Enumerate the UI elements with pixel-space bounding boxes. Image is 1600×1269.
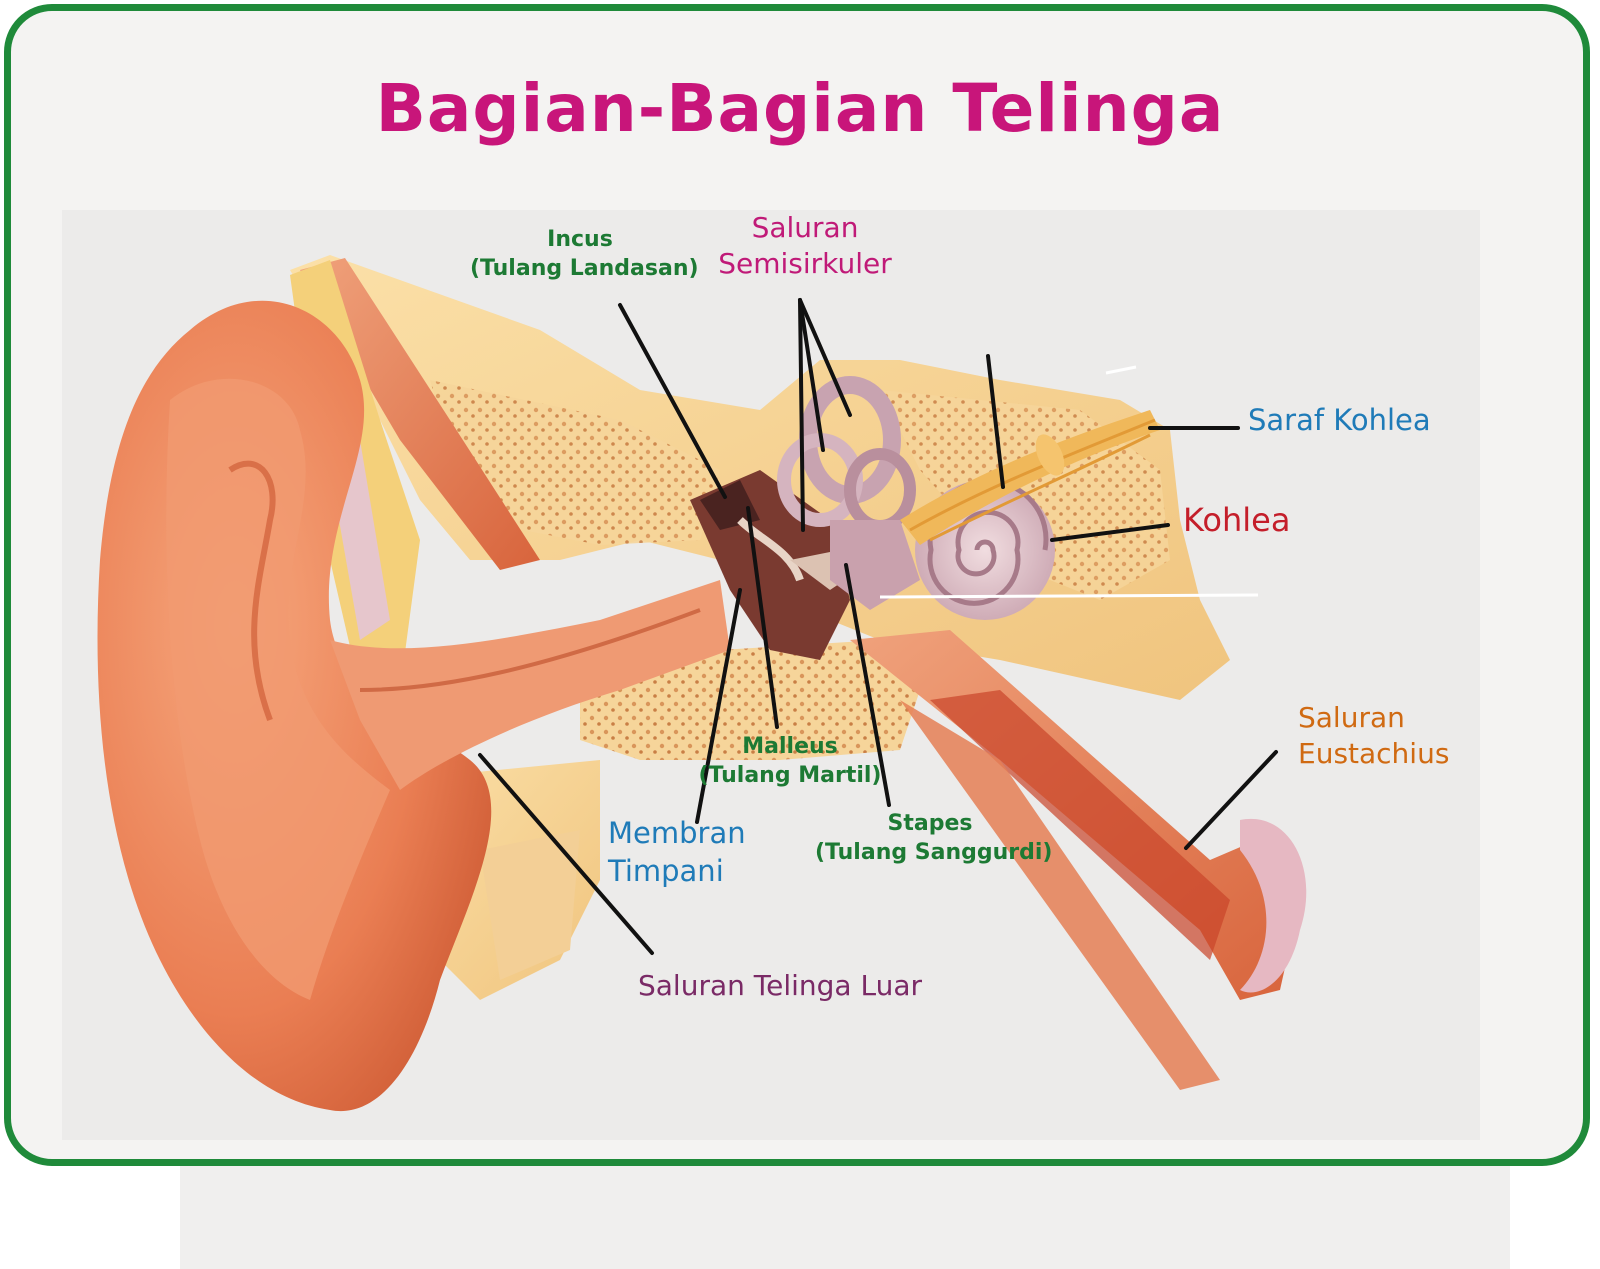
tympanic-line2: Timpani xyxy=(608,853,724,888)
label-cochlear-nerve: Saraf Kohlea xyxy=(1248,403,1431,437)
malleus-name: Malleus xyxy=(742,734,838,759)
outer-ear-icon xyxy=(97,300,492,1112)
label-ear-canal: Saluran Telinga Luar xyxy=(638,969,923,1002)
muscle-layer xyxy=(300,258,540,570)
incus-name: Incus xyxy=(547,227,613,252)
semicircular-line1: Saluran xyxy=(751,211,859,244)
eustachian-line2: Eustachius xyxy=(1298,737,1450,771)
kohlea-leader xyxy=(1050,523,1170,542)
ear-canal-leader xyxy=(478,753,654,955)
malleus-sub: (Tulang Martil) xyxy=(698,762,882,788)
eustachian-tube-icon xyxy=(850,630,1307,1090)
page-title: Bagian-Bagian Telinga xyxy=(375,70,1225,147)
ossicles-icon xyxy=(700,480,760,530)
stapes-name: Stapes xyxy=(887,811,973,836)
white-guide-line xyxy=(879,593,1259,599)
cochlear-nerve-icon xyxy=(900,410,1160,545)
nerve-leader xyxy=(986,354,1005,489)
label-semicircular: Saluran Semisirkuler xyxy=(700,210,910,283)
label-eustachian: Saluran Eustachius xyxy=(1298,700,1449,773)
semicircular-leader-1 xyxy=(798,298,852,417)
eustachian-line1: Saluran xyxy=(1298,701,1405,734)
tympanic-line1: Membran xyxy=(608,816,746,850)
stapes-sub: (Tulang Sanggurdi) xyxy=(815,839,1053,865)
semicircular-leader-2 xyxy=(798,298,825,452)
semicircular-leader-3 xyxy=(798,298,805,532)
leader-lines xyxy=(478,298,1278,955)
semicircular-canals-icon xyxy=(777,376,920,610)
semicircular-line2: Semisirkuler xyxy=(718,247,892,281)
label-tympanic: Membran Timpani xyxy=(608,815,746,890)
label-cochlea: Kohlea xyxy=(1183,501,1291,539)
eustachius-leader xyxy=(1184,750,1278,850)
stapes-leader xyxy=(844,563,891,807)
incus-leader xyxy=(618,303,727,499)
label-malleus: Malleus (Tulang Martil) xyxy=(690,733,890,790)
tympanic-leader xyxy=(695,588,742,824)
label-stapes: Stapes (Tulang Sanggurdi) xyxy=(815,810,1053,867)
ear-canal-icon xyxy=(330,580,730,790)
bottom-strip xyxy=(180,1166,1510,1269)
white-guide-line-2 xyxy=(1105,365,1137,375)
incus-sub: (Tulang Landasan) xyxy=(470,255,699,281)
malleus-leader xyxy=(746,506,779,729)
label-incus: Incus (Tulang Landasan) xyxy=(470,226,699,283)
